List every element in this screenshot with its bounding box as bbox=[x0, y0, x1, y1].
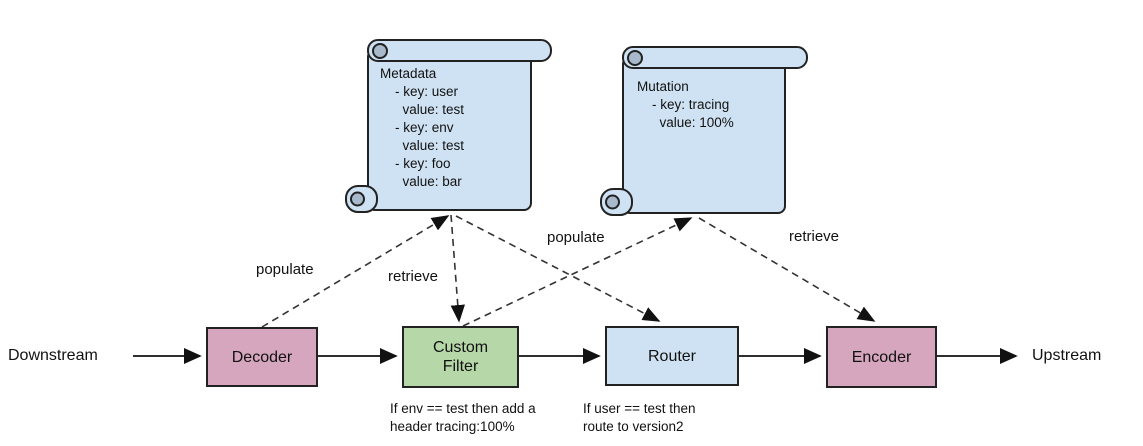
mutation-scroll-lines: - key: tracing value: 100% bbox=[652, 97, 734, 130]
metadata-scroll-title: Metadata bbox=[380, 66, 437, 81]
upstream-label: Upstream bbox=[1032, 347, 1102, 364]
edge-decoder-to-metadata-populate bbox=[261, 215, 450, 328]
router-box bbox=[605, 326, 739, 386]
encoder-box bbox=[826, 326, 937, 388]
mutation-scroll bbox=[600, 46, 808, 216]
decoder-box bbox=[206, 327, 318, 387]
encoder-label: Encoder bbox=[827, 327, 936, 387]
custom-filter-label: Custom Filter bbox=[403, 327, 518, 387]
edge-metadata-to-router bbox=[455, 215, 661, 322]
edge-mutation-to-encoder-retrieve bbox=[698, 217, 876, 322]
custom-filter-box bbox=[402, 326, 519, 388]
router-label-text: Router bbox=[647, 347, 697, 365]
mutation-scroll-title: Mutation bbox=[637, 79, 689, 94]
metadata-scroll-top-curl bbox=[372, 43, 388, 59]
edge-custom-filter-to-mutation-populate bbox=[462, 217, 693, 327]
edge-label-retrieve-right: retrieve bbox=[789, 228, 840, 245]
edge-label-retrieve-left: retrieve bbox=[388, 268, 439, 285]
edge-metadata-to-custom-filter-retrieve bbox=[450, 214, 465, 323]
metadata-scroll-bottom-curl-roll bbox=[350, 191, 365, 207]
edge-label-populate-right: populate bbox=[547, 229, 605, 246]
encoder-label-text: Encoder bbox=[851, 348, 912, 366]
custom-filter-note: If env == test then add a header tracing… bbox=[390, 401, 536, 434]
metadata-scroll-top-roll bbox=[367, 39, 552, 62]
decoder-label-text: Decoder bbox=[231, 348, 293, 366]
mutation-scroll-top-roll bbox=[622, 46, 808, 69]
edge-label-populate-left: populate bbox=[256, 261, 314, 278]
decoder-label: Decoder bbox=[207, 328, 317, 386]
metadata-scroll-lines: - key: user value: test - key: env value… bbox=[395, 84, 465, 189]
downstream-label: Downstream bbox=[8, 347, 98, 364]
custom-filter-label-text: Custom Filter bbox=[432, 339, 489, 375]
router-note: If user == test then route to version2 bbox=[583, 401, 696, 434]
mutation-scroll-bottom-curl-roll bbox=[605, 194, 620, 210]
router-label: Router bbox=[606, 327, 738, 385]
metadata-scroll bbox=[345, 39, 552, 213]
mutation-scroll-top-curl bbox=[627, 50, 643, 66]
